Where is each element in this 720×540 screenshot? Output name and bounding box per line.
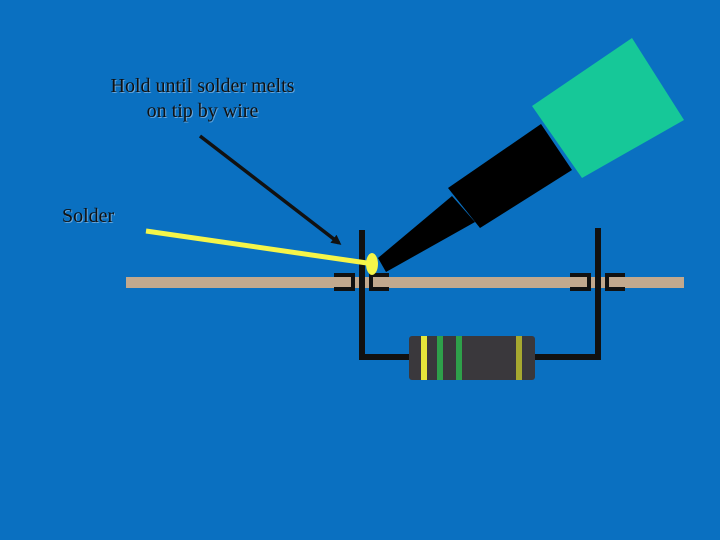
resistor-band-1	[421, 336, 427, 380]
iron-handle	[532, 38, 684, 178]
solder-label: Solder	[62, 205, 115, 227]
hold-caption-line-1: Hold until solder melts	[110, 75, 295, 97]
board-wire	[126, 277, 684, 288]
resistor-icon	[409, 336, 535, 380]
resistor-band-2	[437, 336, 443, 380]
iron-tip	[378, 196, 475, 272]
hold-instruction-caption: Hold until solder melts on tip by wire	[60, 74, 345, 124]
resistor-band-3	[456, 336, 462, 380]
resistor-lead-left	[359, 230, 412, 360]
resistor-band-4	[516, 336, 522, 380]
resistor-lead-right	[532, 228, 601, 360]
joint-bracket-right-a	[570, 273, 591, 291]
solder-blob	[366, 253, 378, 275]
annotation-arrow	[198, 134, 342, 245]
joint-bracket-left-a	[334, 273, 355, 291]
joint-bracket-left-b	[369, 273, 389, 291]
iron-barrel	[448, 124, 572, 228]
soldering-iron-icon	[378, 38, 684, 272]
solder-wire-icon	[145, 228, 378, 275]
hold-caption-line-2: on tip by wire	[146, 100, 259, 122]
joint-bracket-right-b	[605, 273, 625, 291]
solder-wire	[145, 228, 368, 266]
